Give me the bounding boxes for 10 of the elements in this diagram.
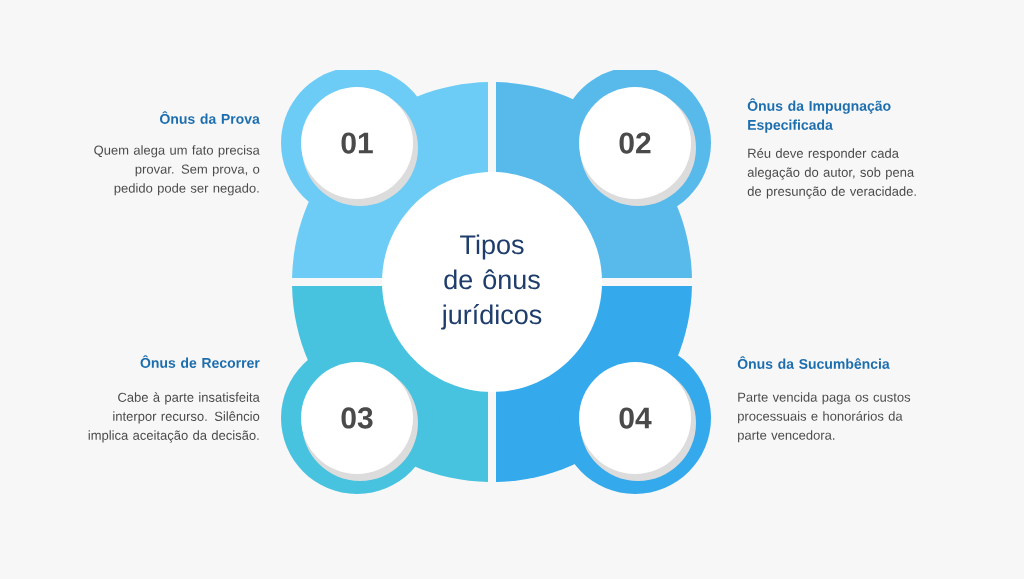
description: Réu deve responder cada alegação do autor, sob pena de presunção de veracidade. <box>747 148 916 199</box>
description: Parte vencida paga os custos processuais e honorários da parte vencedora. <box>738 392 911 443</box>
heading: Ônus da Impugnação Especificada <box>747 98 891 133</box>
center-title: Tipos de ônus jurídicos <box>441 234 542 330</box>
description: Quem alega um fato precisa provar. Sem prova, o pedido pode ser negado. <box>94 145 260 196</box>
heading: Ônus da Prova <box>160 111 260 124</box>
description: Cabe à parte insatisfeita interpor recurso. Silêncio implica aceitação da decisão. <box>88 392 260 443</box>
center-circle <box>382 172 602 392</box>
heading: Ônus de Recorrer <box>140 355 260 368</box>
heading: Ônus da Sucumbência <box>737 356 890 369</box>
